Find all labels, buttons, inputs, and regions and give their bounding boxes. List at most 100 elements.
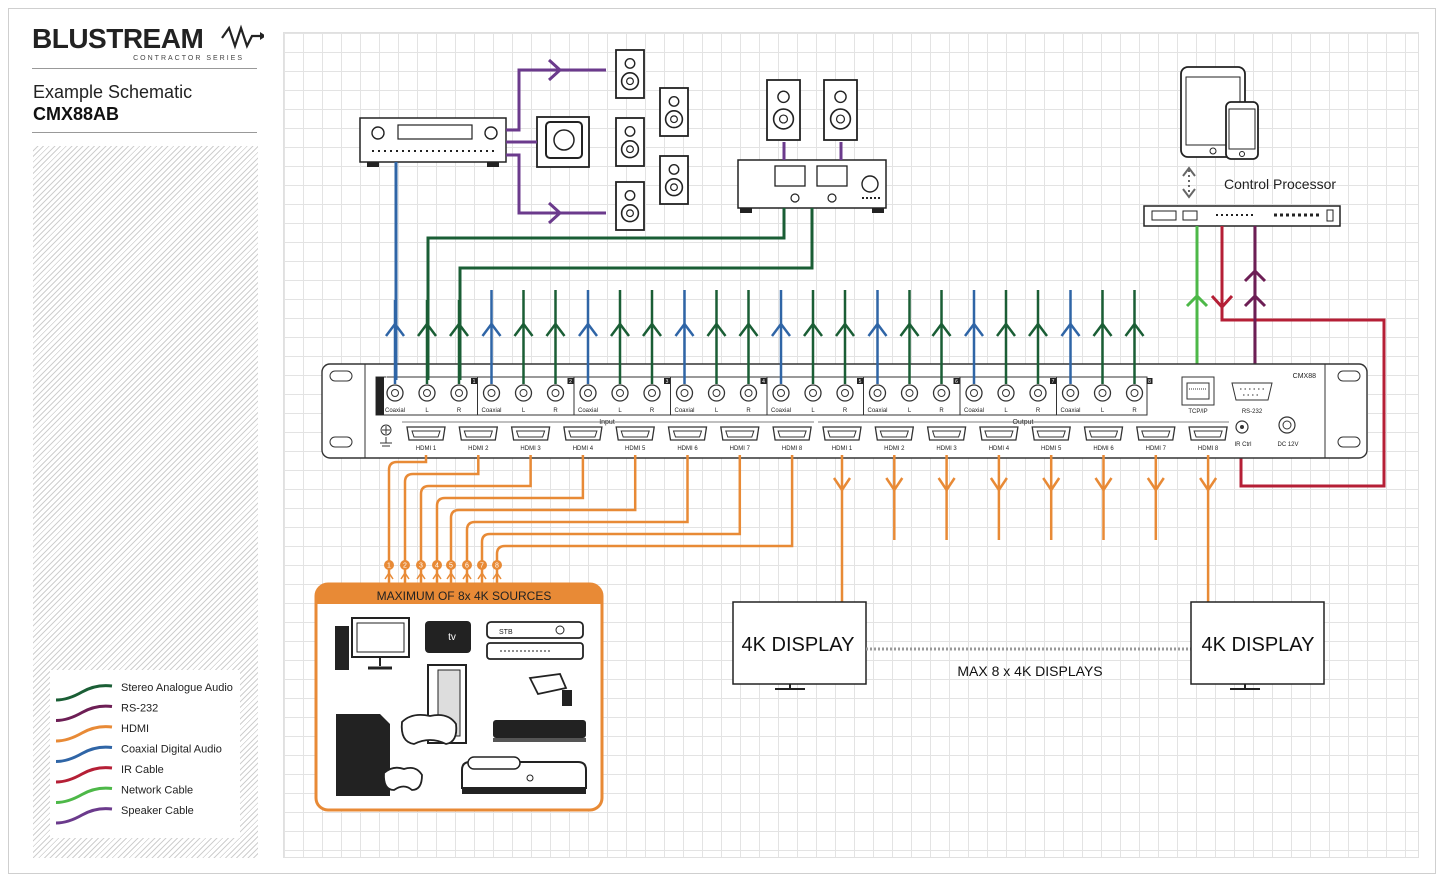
dc-label: DC 12V [1277,442,1298,448]
hdmi-input-cable [403,455,480,565]
logo-text: BLUSTREAM [32,23,203,54]
audio-connector [514,384,533,402]
legend-swatch [55,807,113,825]
display-left-label: 4K DISPLAY [741,634,854,656]
audio-cable [835,290,855,384]
audio-connector-label: R [1132,408,1137,414]
legend-swatch [55,766,113,784]
audio-cable [931,290,952,384]
audio-connector-label: R [553,408,558,414]
source-number-badge: 4 [432,560,442,584]
audio-connector-label: Coaxial [867,408,887,414]
audio-connector-label: L [715,408,719,414]
header-rule-top [32,68,257,69]
source-number-badge: 8 [492,560,502,584]
audio-connector [546,384,565,402]
legend-item: Stereo Analogue Audio [55,682,233,702]
device-model-label: CMX88 [1293,373,1316,380]
subwoofer [536,116,590,168]
hdmi-port: HDMI 5 [615,426,655,452]
blustream-logo: BLUSTREAM CONTRACTOR SERIES [32,23,264,62]
hdmi-port-label: HDMI 4 [989,446,1010,452]
hdmi-input-cable [419,455,532,565]
max-displays-label: MAX 8 x 4K DISPLAYS [957,663,1102,679]
hdmi-port-label: HDMI 6 [1093,446,1114,452]
legend-swatch [55,786,113,804]
audio-group-number: 6 [955,379,958,385]
hdmi-port-label: HDMI 8 [1198,446,1219,452]
hdmi-output-cable [1094,455,1113,540]
amplifier-cable-right [458,208,814,380]
display-right: 4K DISPLAY [1190,601,1325,690]
logo-subtext: CONTRACTOR SERIES [133,55,244,62]
sources-title: MAXIMUM OF 8x 4K SOURCES [377,589,552,603]
hdmi-port: HDMI 1 [822,426,862,452]
hdmi-output-cable [1042,455,1061,540]
hdmi-port: HDMI 4 [563,426,603,452]
audio-connector-label: L [811,408,815,414]
hdmi-output-cable [832,455,852,602]
audio-group-number: 3 [666,379,669,385]
hdmi-port: HDMI 7 [720,426,760,452]
hdmi-output-cable [1146,455,1165,540]
tcpip-label: TCP/IP [1188,409,1207,415]
audio-cable [642,290,662,384]
speaker-icon [823,79,858,141]
legend-swatch [55,684,113,702]
legend-item: Network Cable [55,785,193,804]
audio-connector [836,384,854,402]
tcpip-port: TCP/IP [1181,376,1215,415]
hdmi-port-label: HDMI 1 [832,446,853,452]
hdmi-output-cables [832,455,1218,602]
hdmi-input-cable [465,455,689,565]
audio-connector-label: L [908,408,912,414]
hdmi-output-cable [885,455,904,540]
audio-connector-label: Coaxial [674,408,694,414]
hdmi-output-cable [989,455,1008,540]
audio-group-number: 7 [1052,379,1055,385]
source-number-badge: 7 [477,560,487,584]
audio-cable [867,290,888,384]
audio-connector-label: L [1004,408,1008,414]
audio-cable [1124,290,1145,384]
pc-icon [335,617,410,670]
audio-connector-label: Coaxial [578,408,598,414]
audio-connector [804,384,822,402]
legend-label: Stereo Analogue Audio [121,682,233,694]
speaker-cables [506,58,843,225]
audio-connector [900,384,919,402]
cmx88-matrix: OUTPUT CMX88 1CoaxialLR2CoaxialLR3Coaxia… [321,363,1368,459]
audio-connector-label: R [650,408,655,414]
audio-connector [1125,384,1144,402]
audio-connector-label: R [746,408,751,414]
audio-connector [1029,384,1047,402]
hdmi-port-label: HDMI 2 [468,446,489,452]
audio-connector-label: Coaxial [964,408,984,414]
soundbar-icon [493,720,586,742]
legend-item: Speaker Cable [55,805,194,825]
apple-tv-icon: tv [425,621,471,653]
control-cables [1185,226,1386,488]
hdmi-port: HDMI 4 [979,426,1019,452]
audio-connector [579,384,597,402]
hdmi-port-label: HDMI 3 [520,446,541,452]
av-receiver [359,117,507,167]
audio-connector-label: R [1036,408,1041,414]
audio-cable [674,290,695,384]
page-frame [8,8,1436,874]
audio-group-number: 2 [569,379,572,385]
hdmi-port-label: HDMI 5 [625,446,646,452]
audio-connector [450,384,468,402]
hdmi-port: HDMI 8 [1188,426,1228,452]
hdmi-port: HDMI 6 [1083,426,1124,452]
source-number-badge: 3 [416,560,426,584]
hdmi-port-label: HDMI 2 [884,446,905,452]
audio-cable [578,290,598,384]
hdmi-port: HDMI 8 [772,426,812,452]
hdmi-input-cable [495,455,794,565]
speaker-icon [615,181,645,231]
ground-icon [380,424,392,447]
